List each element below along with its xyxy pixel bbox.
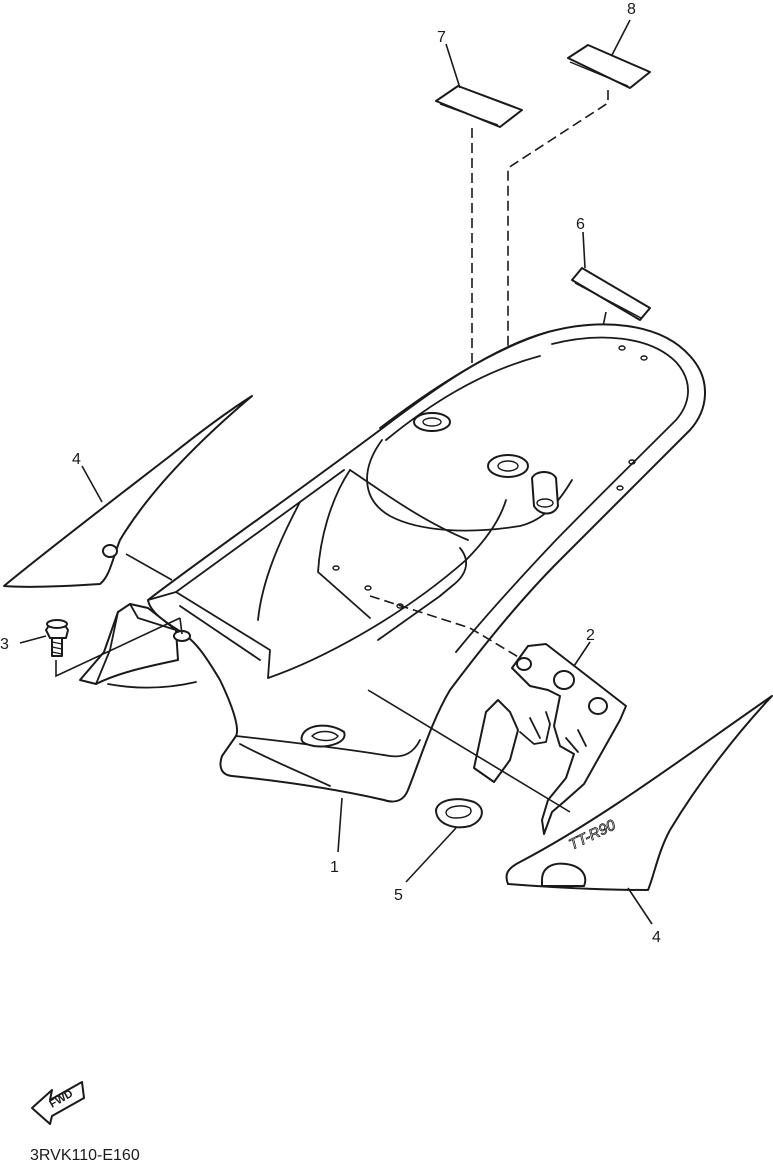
callout-1: 1 xyxy=(330,859,339,876)
guide-8 xyxy=(507,90,609,398)
leader-4-left xyxy=(81,465,103,503)
callout-7: 7 xyxy=(437,29,446,46)
part-4-left-decal xyxy=(3,395,253,588)
leader-6 xyxy=(582,231,586,269)
leader-2 xyxy=(573,641,591,667)
callout-4-left: 4 xyxy=(72,451,81,468)
part-8-sticker xyxy=(567,44,651,89)
part-1-rear-fender xyxy=(79,323,706,803)
part-4-right-decal: TT-R90 xyxy=(505,695,773,891)
leader-8 xyxy=(611,19,631,56)
leader-4-right xyxy=(627,887,653,925)
leader-3 xyxy=(19,635,47,644)
part-5-grommet xyxy=(435,798,483,829)
part-2-plate xyxy=(473,643,627,835)
callout-6: 6 xyxy=(576,216,585,233)
leader-7 xyxy=(445,43,461,89)
callout-2: 2 xyxy=(586,627,595,644)
part-7-sticker xyxy=(435,85,523,128)
callout-3: 3 xyxy=(0,636,9,653)
guide-4-right xyxy=(367,689,571,813)
guide-3b xyxy=(179,617,183,635)
guide-4-left xyxy=(125,553,173,581)
guide-3 xyxy=(55,617,181,678)
guide-2 xyxy=(369,595,521,659)
part-6-sticker xyxy=(571,267,651,321)
forward-arrow-icon: FWD xyxy=(31,1081,85,1125)
callout-8: 8 xyxy=(627,1,636,18)
leader-5 xyxy=(405,827,457,883)
callout-5: 5 xyxy=(394,887,403,904)
diagram-code: 3RVK110-E160 xyxy=(30,1147,140,1163)
leader-1 xyxy=(337,797,343,853)
part-3-bolt xyxy=(45,619,69,657)
callout-4-right: 4 xyxy=(652,929,661,946)
